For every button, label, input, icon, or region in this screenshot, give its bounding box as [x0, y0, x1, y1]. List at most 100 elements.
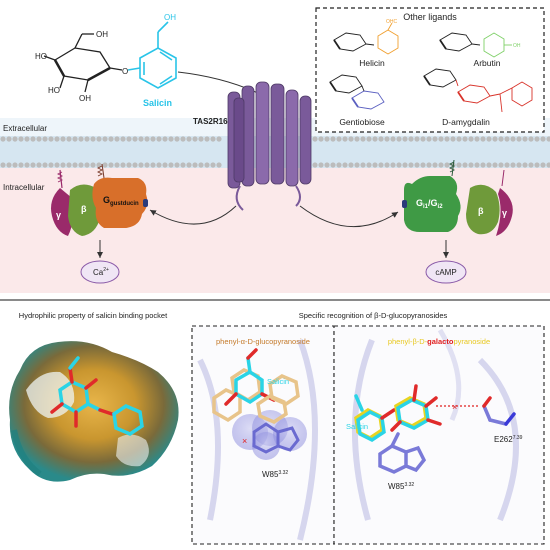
lipid-head [534, 136, 540, 142]
arbutin-structure [439, 32, 512, 58]
gustducin-label: Ggustducin [103, 195, 139, 207]
lipid-head [402, 162, 408, 168]
panel2-title: phenyl-β-D-galactopyranoside [388, 337, 490, 346]
lipid-head [180, 136, 186, 142]
gamma-subunit-left [51, 188, 74, 236]
salicin-pose-in-pocket [50, 356, 144, 436]
lipid-head [516, 136, 522, 142]
lipid-head [546, 162, 550, 168]
lipid-head [66, 136, 72, 142]
lipid-head [0, 136, 6, 142]
lipid-head [516, 162, 522, 168]
lipid-head [486, 136, 492, 142]
lipid-head [462, 136, 468, 142]
panel2-salicin-label: Salicin [346, 422, 368, 431]
lipid-head [450, 136, 456, 142]
svg-text:HO: HO [35, 52, 47, 61]
lipid-head [360, 162, 366, 168]
lipid-head [12, 136, 18, 142]
lipid-head [204, 136, 210, 142]
g-i1-i2-complex [402, 159, 513, 236]
helicin-label: Helicin [359, 58, 385, 68]
lipid-head [474, 136, 480, 142]
camp-label: cAMP [435, 268, 456, 277]
lipid-head [378, 162, 384, 168]
lipid-head [42, 136, 48, 142]
beta-subunit-right [466, 184, 500, 235]
lipid-head [150, 136, 156, 142]
receptor-to-gi-arrow [299, 205, 399, 228]
lipid-head [72, 162, 78, 168]
other-ligands-box: Other ligands OHC Helicin OH Arbutin [315, 7, 545, 133]
receptor-label: TAS2R16 [193, 117, 228, 126]
camp-output [425, 260, 467, 284]
alpha-ligand-pose [212, 348, 300, 424]
lipid-head [132, 136, 138, 142]
arbutin-group-label: OH [513, 43, 521, 49]
lipid-head [390, 136, 396, 142]
lipid-head [162, 136, 168, 142]
beta-label-right: β [478, 206, 484, 216]
lipid-head [54, 136, 60, 142]
g-gustducin-complex [51, 163, 148, 236]
lipid-head [60, 136, 66, 142]
lipid-head [330, 136, 336, 142]
extracellular-label: Extracellular [3, 124, 47, 133]
binding-pocket-title: Hydrophilic property of salicin binding … [19, 311, 168, 320]
lipid-head [24, 162, 30, 168]
lipid-head [204, 162, 210, 168]
lipid-head [432, 136, 438, 142]
lipid-head [396, 136, 402, 142]
lipid-head [420, 162, 426, 168]
lipid-head [522, 136, 528, 142]
lipid-head [492, 162, 498, 168]
lipid-head [0, 162, 6, 168]
lipid-head [216, 136, 222, 142]
lipid-head [114, 162, 120, 168]
lipid-head [498, 162, 504, 168]
lipid-head [312, 162, 318, 168]
lipid-head [36, 162, 42, 168]
lipid-head [78, 162, 84, 168]
panel1-title: phenyl-α-D-glucopyranoside [216, 337, 310, 346]
lipid-head [42, 162, 48, 168]
lipid-head [192, 162, 198, 168]
svg-text:OH: OH [96, 30, 108, 39]
lipid-head [138, 162, 144, 168]
lipid-head [156, 162, 162, 168]
e262-residue [482, 396, 516, 426]
lipid-head [72, 136, 78, 142]
lipid-head [144, 136, 150, 142]
lipid-head [414, 162, 420, 168]
lipid-head [546, 136, 550, 142]
lipid-head [48, 136, 54, 142]
lipid-head [174, 136, 180, 142]
lipid-head [318, 136, 324, 142]
lipid-head [78, 136, 84, 142]
gamma-label-left: γ [56, 210, 61, 220]
gentiobiose-structure [329, 74, 385, 110]
lipid-head [162, 162, 168, 168]
lipid-head [528, 162, 534, 168]
lipid-head [426, 162, 432, 168]
w85-residue-panel2 [378, 432, 427, 474]
lipid-head [216, 162, 222, 168]
lipid-head [66, 162, 72, 168]
amygdalin-structure [423, 68, 533, 113]
lipid-head [444, 136, 450, 142]
gamma-label-right: γ [502, 208, 507, 218]
lipid-head [30, 162, 36, 168]
other-ligands-title: Other ligands [403, 12, 457, 22]
lipid-head [366, 136, 372, 142]
lipid-head [330, 162, 336, 168]
lipid-head [444, 162, 450, 168]
lipid-head [504, 136, 510, 142]
calcium-label: Ca2+ [93, 267, 109, 277]
lipid-head [420, 136, 426, 142]
lipid-head [6, 162, 12, 168]
lipid-head [438, 162, 444, 168]
panel1-salicin-label: Salicin [267, 377, 289, 386]
lipid-head [336, 136, 342, 142]
lipid-head [432, 162, 438, 168]
svg-text:OH: OH [79, 94, 91, 103]
